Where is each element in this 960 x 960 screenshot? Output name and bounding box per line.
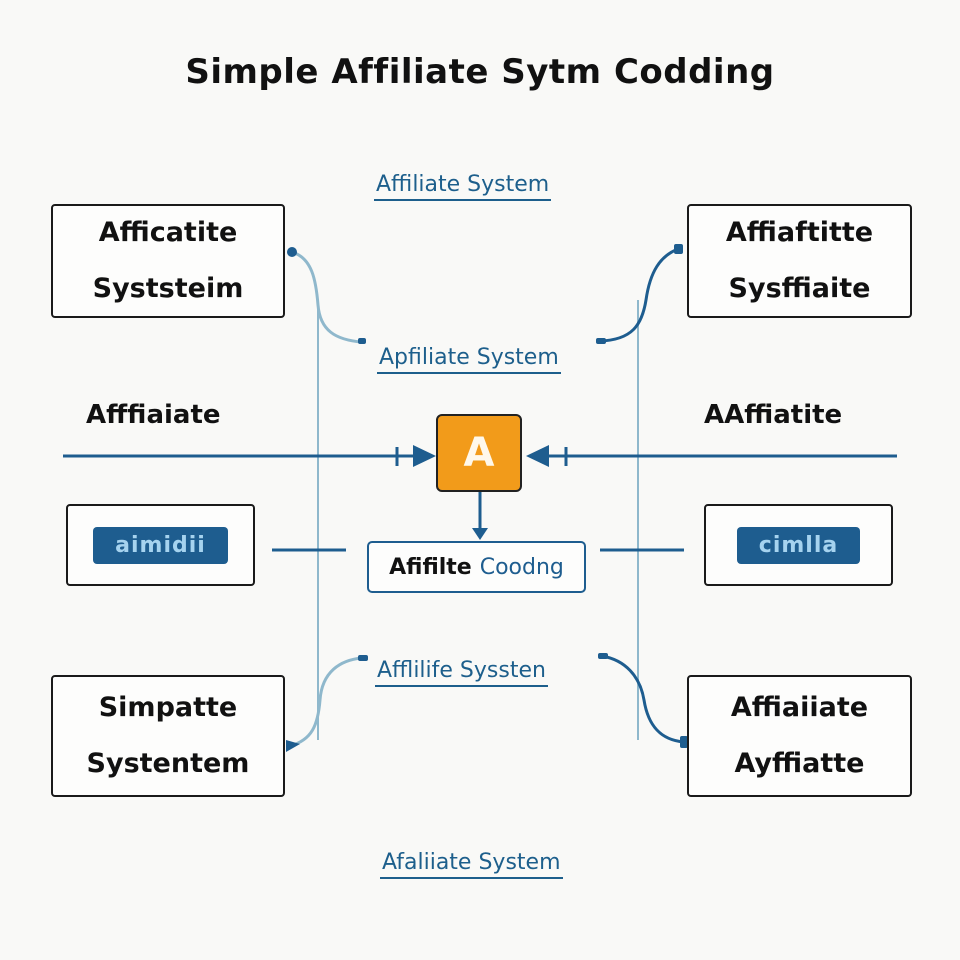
node-top-left-line2: Syststeim [92, 273, 244, 304]
node-mid-left[interactable]: aimidii [66, 504, 255, 586]
label-right-side: AAffiatite [704, 400, 843, 430]
node-mid-right[interactable]: cimlla [704, 504, 893, 586]
node-bottom-right-line2: Ayffiatte [734, 748, 865, 779]
label-left-side: Afffiaiate [86, 400, 221, 430]
mid-left-pill: aimidii [93, 526, 228, 564]
mid-right-pill: cimlla [736, 526, 861, 564]
code-box-part1: Afifilte [389, 554, 472, 580]
top-left-curve [291, 250, 363, 344]
bottom-right-curve-end [598, 653, 608, 659]
label-lower-center: Afflilife Syssten [375, 658, 548, 687]
diagram-title: Simple Affiliate Sytm Codding [185, 52, 775, 92]
label-upper-center: Apfiliate System [377, 345, 561, 374]
node-bottom-right-line1: Affiaiiate [730, 692, 869, 723]
top-right-curve-end [596, 338, 606, 344]
arrow-down-icon [472, 528, 488, 540]
top-left-curve-tip [358, 338, 366, 344]
node-top-right-line1: Affiaftitte [725, 217, 874, 248]
node-bottom-left-line2: Systentem [86, 748, 250, 779]
arrow-left-icon [526, 445, 549, 467]
bottom-right-curve-tip [680, 736, 688, 748]
label-bottom-center: Afaliiate System [380, 850, 563, 879]
bottom-left-curve-end [358, 655, 368, 661]
node-top-left-line1: Afficatite [98, 217, 238, 248]
top-right-curve-tip [674, 244, 683, 254]
node-bottom-left-line1: Simpatte [98, 692, 238, 723]
node-top-right[interactable]: Affiaftitte Sysffiaite [687, 204, 912, 318]
bottom-left-curve [289, 656, 363, 748]
top-right-curve [599, 247, 679, 343]
arrow-right-icon [413, 445, 436, 467]
node-bottom-left[interactable]: Simpatte Systentem [51, 675, 285, 797]
hub-letter: A [463, 430, 495, 476]
label-top-center: Affiliate System [374, 172, 552, 201]
bottom-right-curve [601, 654, 685, 744]
hub-node[interactable]: A [436, 414, 522, 492]
code-box-part2: Coodng [479, 554, 564, 580]
node-top-left[interactable]: Afficatite Syststeim [51, 204, 285, 318]
node-bottom-right[interactable]: Affiaiiate Ayffiatte [687, 675, 912, 797]
node-top-right-line2: Sysffiaite [728, 273, 871, 304]
code-box[interactable]: Afifilte Coodng [367, 541, 586, 593]
bottom-left-arrow-icon [286, 740, 300, 752]
top-left-curve-end [287, 247, 297, 257]
